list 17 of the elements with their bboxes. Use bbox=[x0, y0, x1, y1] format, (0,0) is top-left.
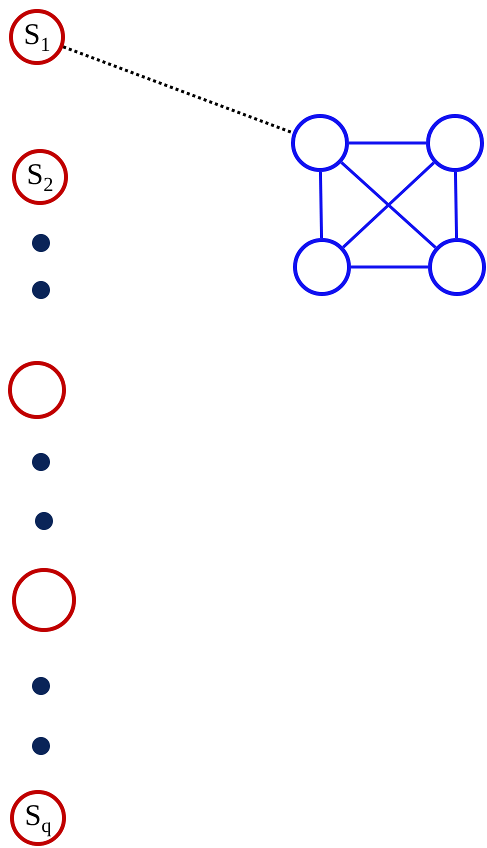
graph-edge bbox=[454, 172, 458, 238]
graph-edge bbox=[351, 266, 428, 268]
graph-vertex-circle bbox=[291, 114, 349, 172]
graph-vertex-circle bbox=[293, 238, 351, 296]
dotted-connector bbox=[62, 45, 294, 134]
graph-edge bbox=[349, 142, 426, 144]
subject-circle bbox=[10, 790, 66, 846]
subject-circle bbox=[8, 361, 66, 419]
graph-edge bbox=[318, 172, 324, 238]
subject-circle bbox=[9, 9, 65, 65]
node-label: S$_{q}$ bbox=[24, 800, 52, 836]
node-label: S$_{2}$ bbox=[26, 160, 54, 194]
graph-vertex-circle bbox=[428, 238, 486, 296]
subject-circle bbox=[12, 149, 68, 205]
node-label: S$_{1}$ bbox=[24, 20, 50, 54]
subject-circle bbox=[12, 568, 76, 632]
graph-vertex-circle bbox=[426, 114, 484, 172]
